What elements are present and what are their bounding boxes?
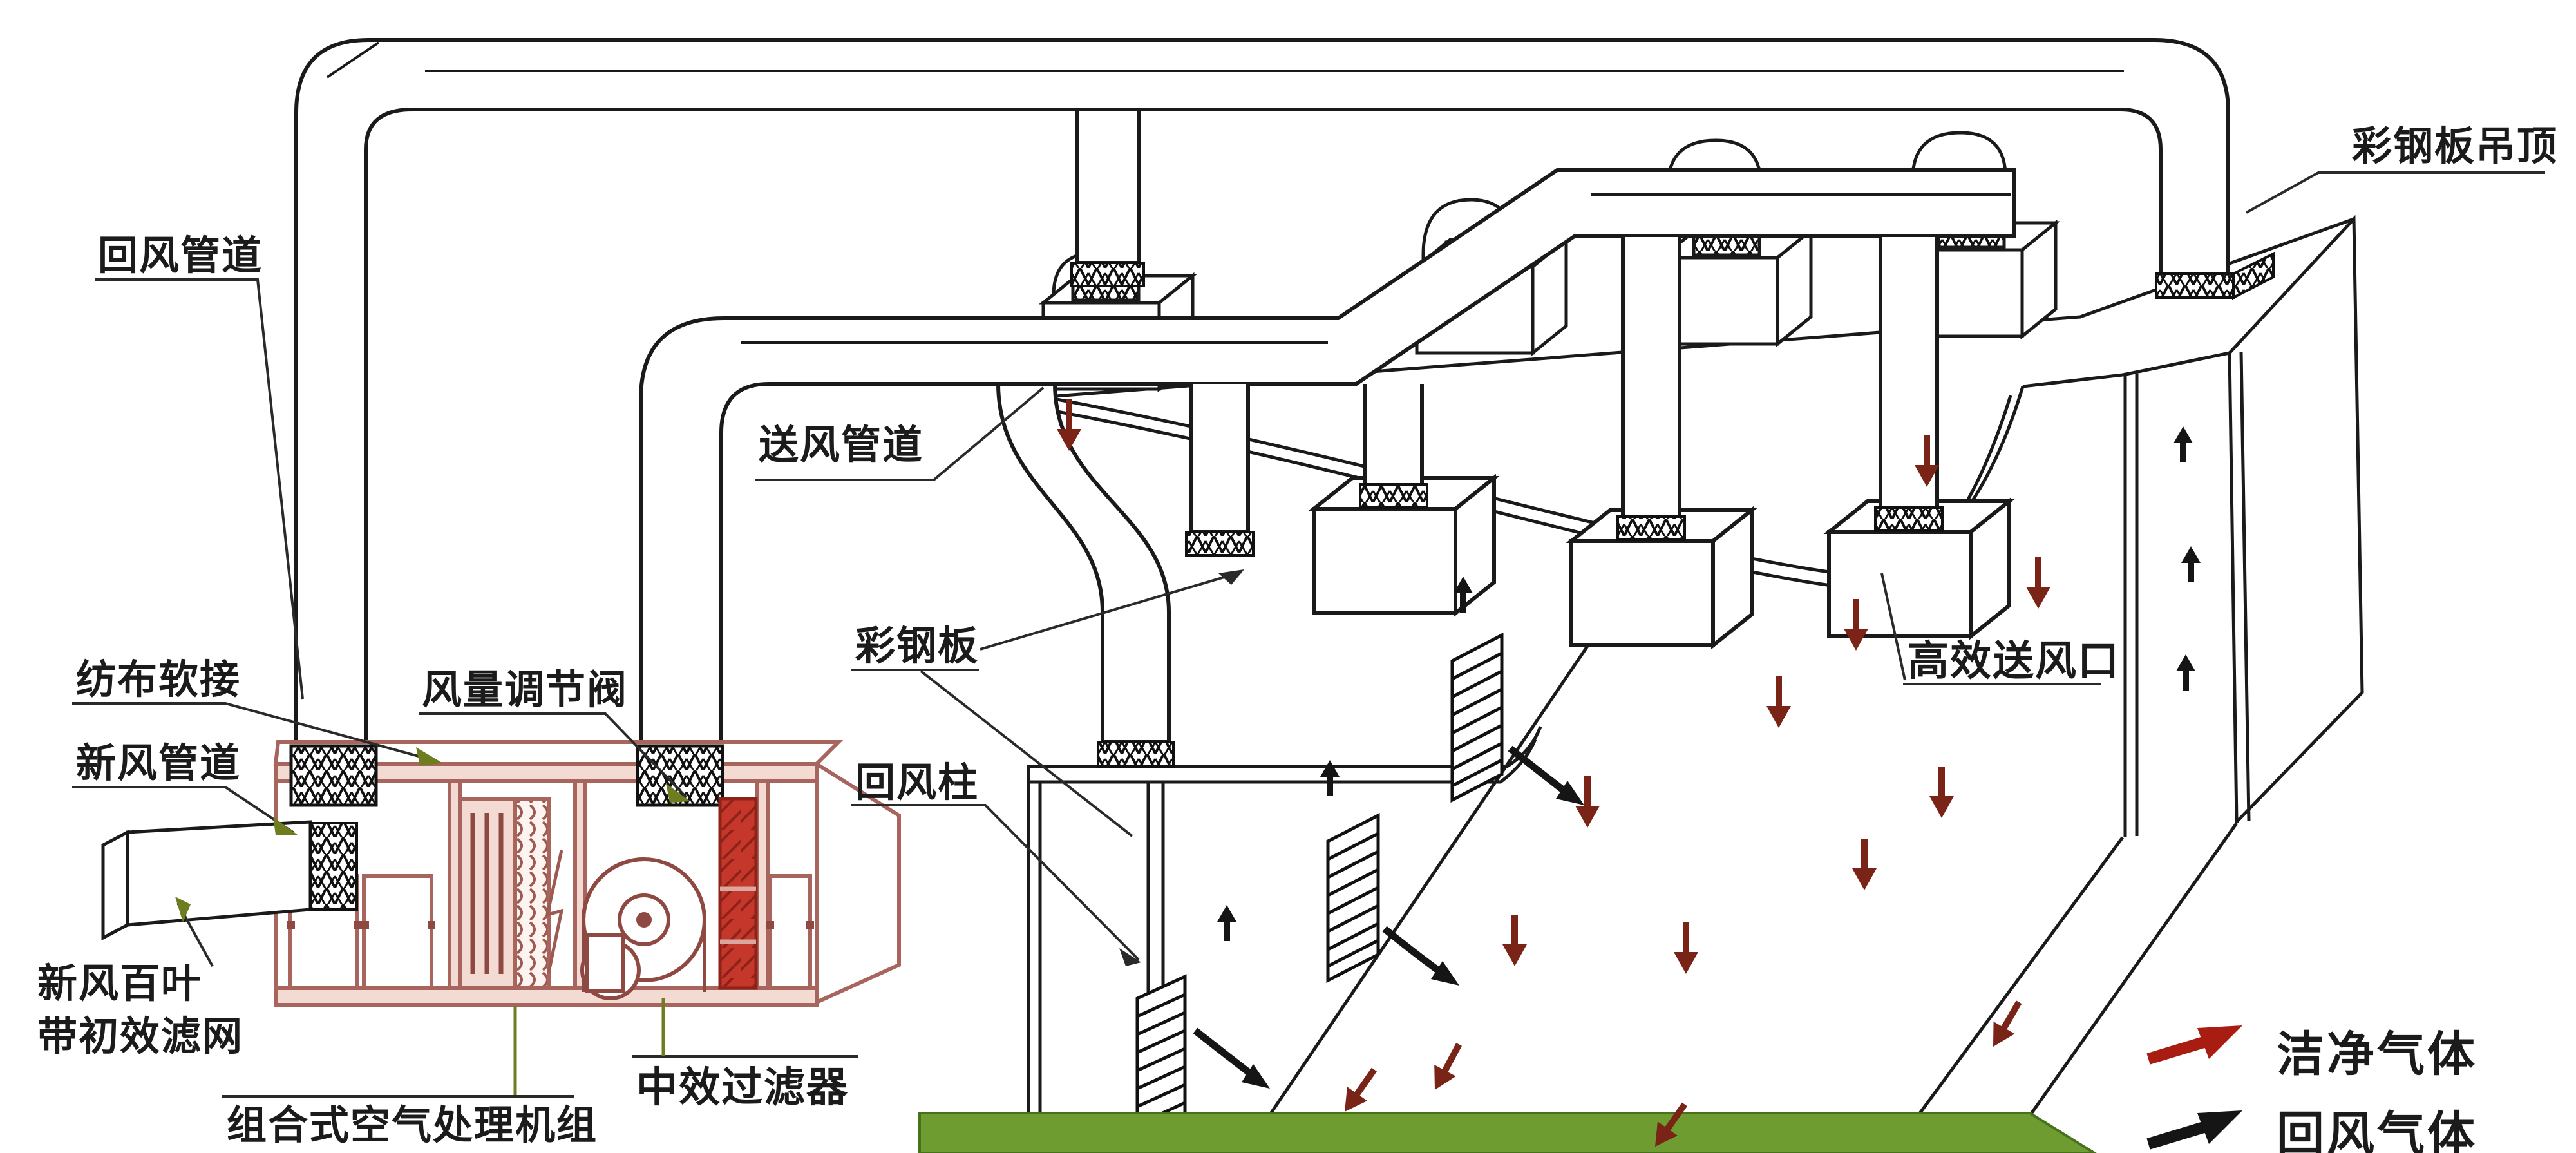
supply-duct [639, 168, 2016, 748]
label-fresh-air-louver-2: 带初效滤网 [37, 1015, 243, 1059]
hepa-terminal-box [1308, 384, 1500, 618]
fabric-joint [1070, 262, 1145, 287]
label-steel-panel: 彩钢板 [855, 624, 979, 669]
fan [580, 857, 706, 1000]
label-fabric-flex-joint: 纺布软接 [76, 658, 241, 702]
legend-return-air-arrow [2146, 1110, 2242, 1150]
legend-return-air-label: 回风气体 [2277, 1107, 2477, 1153]
return-airflow-arrows [1193, 745, 1584, 1089]
legend: 洁净气体 回风气体 [2146, 1025, 2477, 1153]
return-grille [1450, 632, 1504, 803]
hepa-terminal-box [1566, 237, 1757, 650]
leader-arrowheads [175, 747, 690, 1095]
small-leader-arrowheads [1119, 569, 1244, 966]
access-door [287, 874, 435, 990]
label-fresh-air-louver-1: 新风百叶 [37, 962, 202, 1006]
right-wall [2228, 214, 2364, 826]
label-hepa-outlet: 高效送风口 [1908, 638, 2120, 684]
return-grilles [1135, 632, 1584, 1148]
branch-duct [996, 382, 1175, 768]
branch-duct [1185, 384, 1255, 557]
label-ahu: 组合式空气处理机组 [227, 1103, 598, 1148]
label-return-duct: 回风管道 [98, 234, 263, 278]
air-handling-unit [273, 740, 901, 1007]
return-air-rise-arrows [1217, 426, 2201, 941]
label-fresh-air-duct: 新风管道 [76, 741, 241, 786]
clean-air-arrows [1057, 399, 2050, 1147]
label-steel-panel-ceiling: 彩钢板吊顶 [2352, 124, 2558, 169]
text-labels: 回风管道 送风管道 彩钢板吊顶 纺布软接 新风管道 风量调节阀 新风百叶 带初效… [37, 124, 2558, 1148]
fresh-air-louver [101, 829, 129, 941]
label-return-column: 回风柱 [855, 761, 979, 805]
label-leaders [72, 171, 2545, 1098]
legend-clean-air-arrow [2146, 1025, 2242, 1065]
label-volume-damper: 风量调节阀 [422, 668, 628, 712]
front-row-branches [996, 237, 2015, 768]
return-duct [294, 38, 2275, 748]
louver-filter-bank [458, 797, 564, 990]
floor [918, 1112, 2097, 1153]
fabric-joint [2155, 272, 2235, 299]
hepa-terminal-box [1823, 237, 2015, 641]
medium-efficiency-filter [718, 797, 758, 990]
fresh-air-duct [101, 820, 358, 941]
legend-clean-air-label: 洁净气体 [2277, 1027, 2477, 1081]
access-door [766, 874, 814, 990]
fabric-joint [309, 822, 358, 911]
label-supply-duct: 送风管道 [759, 423, 923, 468]
ceiling-plane [1014, 219, 2354, 576]
cleanroom-structure [1014, 214, 2364, 1127]
label-medium-filter: 中效过滤器 [636, 1064, 849, 1110]
fabric-joint [289, 744, 378, 807]
return-grille [1326, 812, 1380, 984]
